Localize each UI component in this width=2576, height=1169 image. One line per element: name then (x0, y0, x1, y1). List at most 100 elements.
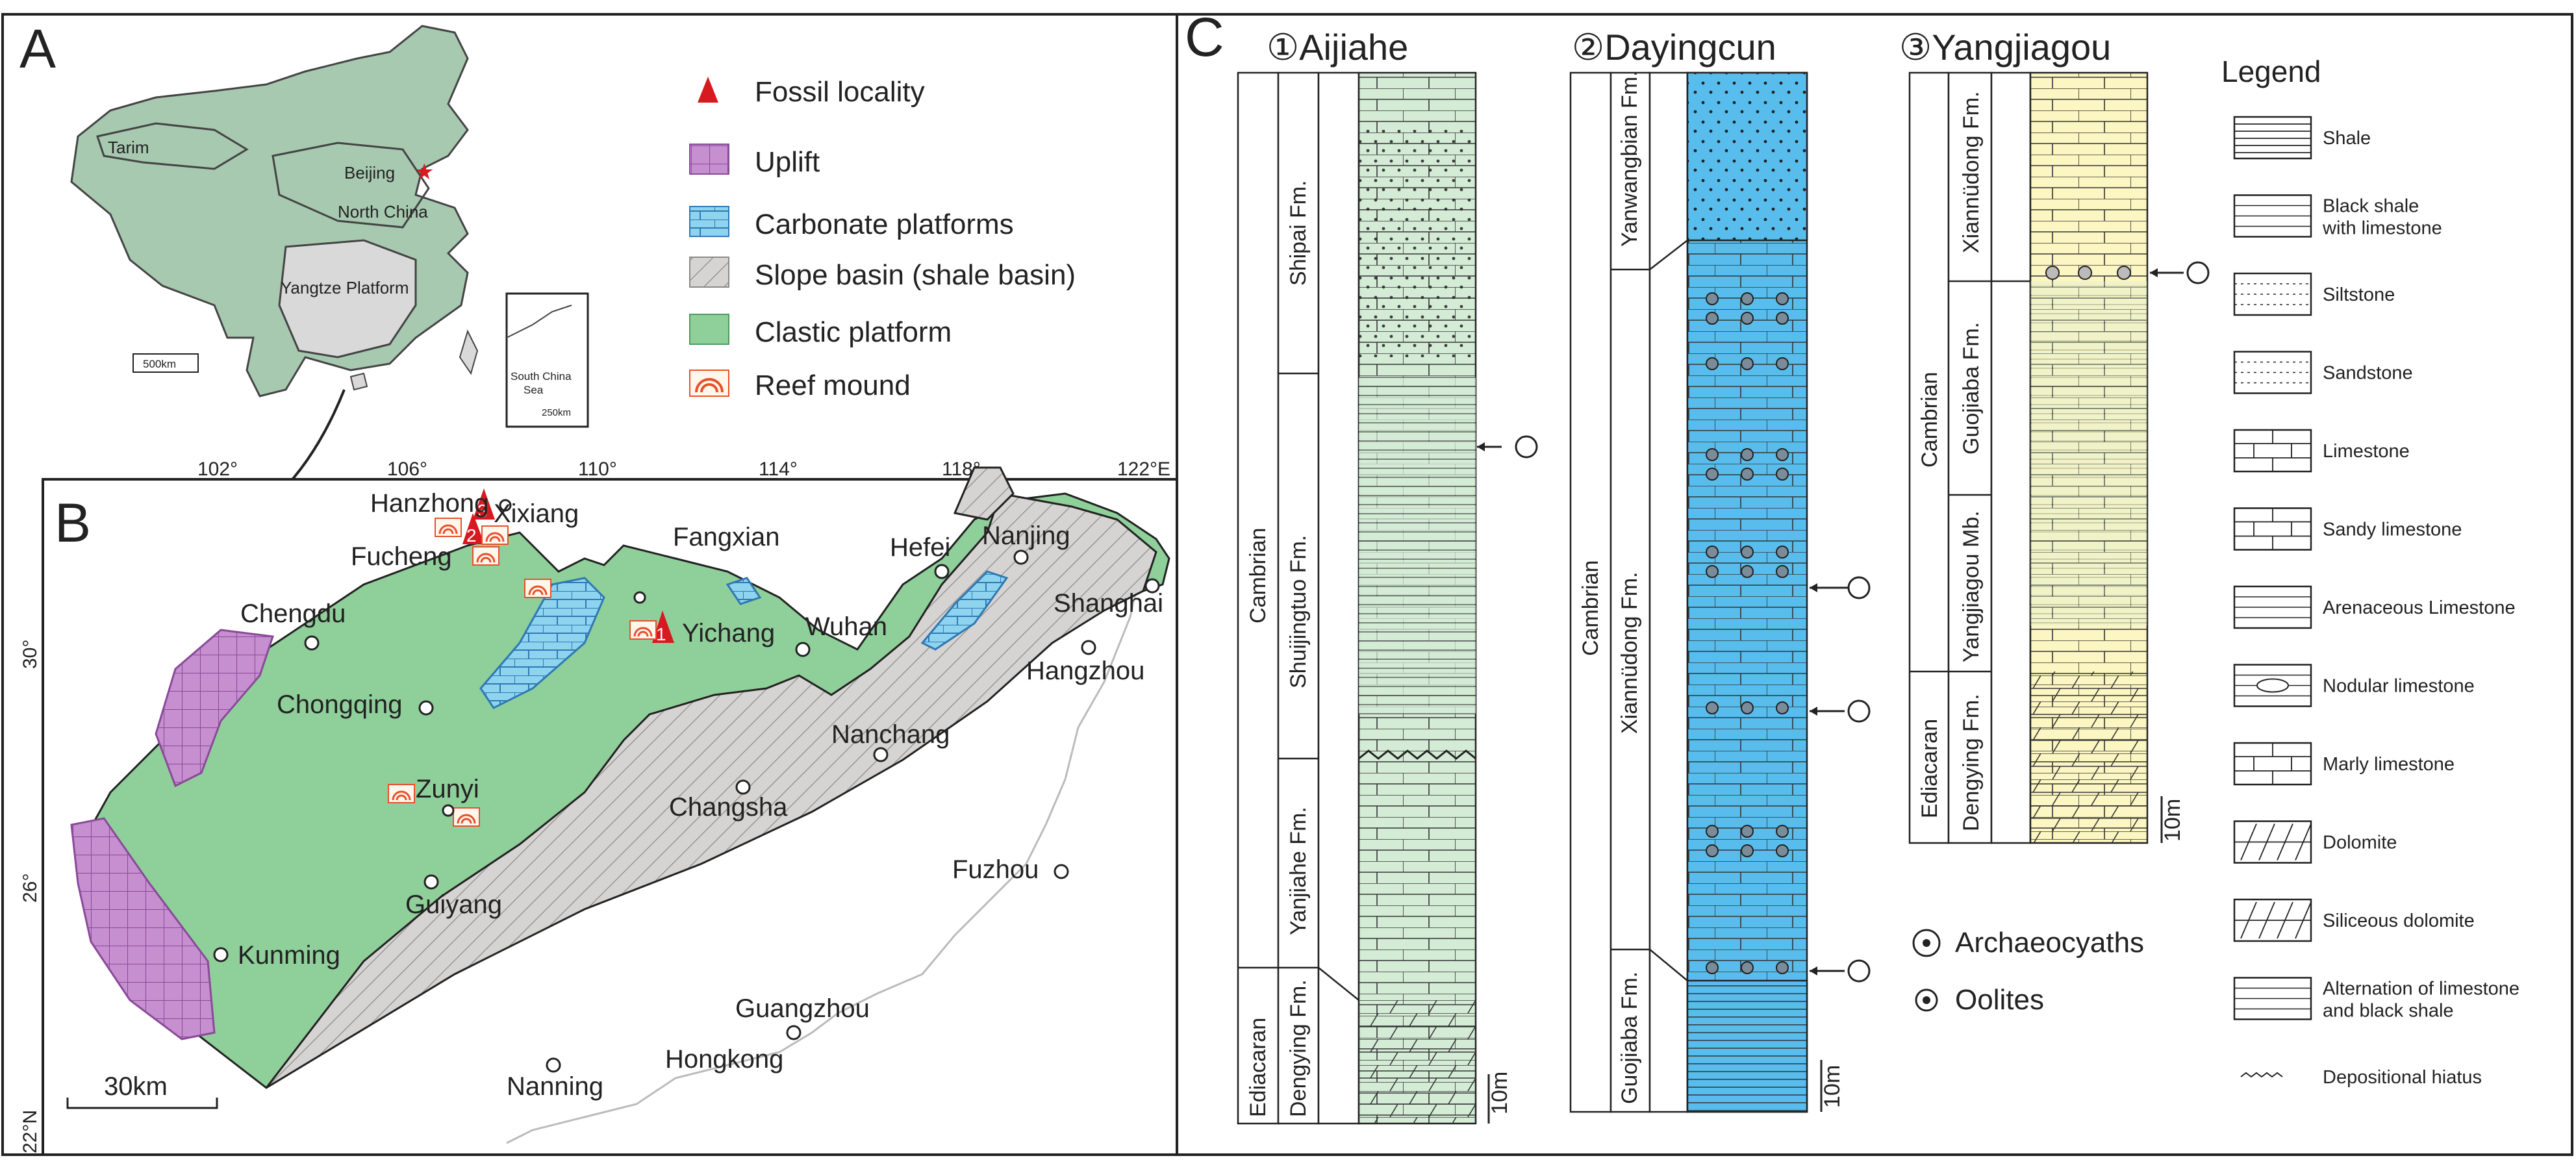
yangjiagou-formation-dengying: Dengying Fm. (1959, 694, 1984, 831)
yangjiagou-scale-label: 10m (2160, 799, 2185, 842)
city-marker-chengdu (304, 635, 320, 651)
lithology-swatch (2233, 351, 2312, 394)
reef-mounds (388, 518, 657, 827)
archaeocyath-symbol (1706, 292, 1719, 305)
archaeocyath-symbol (1706, 565, 1719, 578)
lithology-label: Nodular limestone (2323, 676, 2475, 697)
city-zunyi: Zunyi (416, 775, 479, 803)
dayingcun-scale-label: 10m (1820, 1065, 1845, 1108)
china-map (70, 25, 479, 503)
city-hanzhong: Hanzhong (370, 489, 488, 518)
archaeocyath-symbol (1776, 825, 1789, 838)
lat-tick-30: 30° (19, 640, 41, 669)
lithology-label: Sandstone (2323, 363, 2413, 384)
hiatus-symbol (2240, 1072, 2283, 1078)
city-nanjing: Nanjing (982, 522, 1070, 550)
archaeocyath-symbol (1706, 546, 1719, 559)
beijing-label: Beijing (344, 163, 395, 182)
archaeocyath-marker-dayingcun-3 (1847, 959, 1871, 983)
lithology-label: Marly limestone (2323, 754, 2455, 775)
archaeocyath-symbol (1741, 565, 1754, 578)
lithology-label: Shale (2323, 128, 2371, 149)
coastline (506, 558, 1144, 1144)
legend-uplift: Uplift (755, 146, 820, 178)
locality-1-marker (652, 610, 674, 643)
legend-clastic: Clastic platform (755, 316, 952, 348)
lithology-legend-title: Legend (2221, 55, 2321, 88)
archaeocyath-symbol (1776, 961, 1789, 974)
archaeocyath-symbol (1776, 357, 1789, 370)
fossil-localities: 3 2 1 (462, 488, 674, 644)
city-xixiang: Xixiang (494, 499, 579, 528)
reef-mound-icon (388, 784, 415, 803)
reef-mound-icon (435, 518, 462, 537)
dayingcun-archaeocyath-rows (1706, 292, 1789, 974)
aijiahe-system-cambrian: Cambrian (1246, 528, 1270, 623)
archaeocyath-symbol (1706, 701, 1719, 714)
dayingcun-formation-xiannudong: Xiannüdong Fm. (1617, 572, 1642, 735)
map-b-axes: 102° 106° 110° 114° 118° 122°E 30° 26° 2… (19, 459, 1170, 1153)
lon-tick-102: 102° (197, 459, 238, 480)
city-marker-guiyang (423, 874, 439, 890)
north-china-outline (271, 142, 430, 229)
city-nanchang: Nanchang (831, 720, 950, 749)
yangjiagou-system-cambrian: Cambrian (1917, 372, 1942, 468)
oolite-3 (2045, 266, 2060, 280)
aijiahe-formation-yanjiahe: Yanjiahe Fm. (1286, 807, 1311, 935)
reef-mound-icon (524, 579, 551, 598)
city-chengdu: Chengdu (240, 599, 346, 628)
lithology-legend-item: Sandy limestone (2233, 507, 2462, 551)
city-marker-nanchang (873, 747, 889, 762)
lithology-label: Depositional hiatus (2323, 1067, 2482, 1088)
yangtze-platform-label: Yangtze Platform (281, 278, 409, 297)
dayingcun-system-cambrian: Cambrian (1578, 560, 1603, 656)
legend-reef-mound: Reef mound (755, 370, 911, 401)
lithology-legend-item: Arenaceous Limestone (2233, 585, 2516, 629)
map-b-scale-bar: 30km (66, 1072, 218, 1109)
lithology-label: Alternation of limestone (2323, 979, 2519, 999)
panel-a-label: A (19, 18, 56, 79)
city-marker-wuhan (795, 642, 811, 657)
dayingcun-lithology (1686, 71, 1808, 1113)
archaeocyath-symbol (1776, 292, 1789, 305)
lithology-label: Black shale (2323, 196, 2419, 217)
yangjiagou-formation-xiannudong: Xiannüdong Fm. (1959, 92, 1984, 254)
city-kunming: Kunming (238, 941, 340, 970)
lithology-legend-item: Nodular limestone (2233, 664, 2475, 707)
locality-3-marker (473, 488, 495, 520)
city-shanghai: Shanghai (1054, 589, 1163, 618)
hainan-island (349, 372, 368, 391)
locality-3-number: 3 (477, 501, 488, 521)
south-china-sea-inset: South China Sea 250km (505, 292, 589, 428)
reef-mound-icon (629, 620, 657, 640)
archaeocyath-symbol (1776, 448, 1789, 461)
carbonate-swatch (689, 206, 729, 237)
lithology-legend-item: Sandstone (2233, 351, 2413, 394)
aijiahe-scale-label: 10m (1487, 1072, 1512, 1114)
city-fucheng: Fucheng (351, 542, 452, 571)
archaeocyath-symbol (1741, 292, 1754, 305)
aijiahe-formation-shuijingtuo: Shuijingtuo Fm. (1286, 535, 1311, 688)
yangjiagou-column (1908, 71, 2210, 844)
legend-fossil-locality: Fossil locality (755, 76, 925, 108)
cities: Hanzhong Xixiang Fucheng Fangxian Hefei … (213, 489, 1163, 1101)
lon-tick-106: 106° (387, 459, 427, 480)
archaeocyath-symbol (1776, 312, 1789, 325)
lon-tick-110: 110° (578, 459, 617, 480)
aijiahe-column (1237, 71, 1538, 1125)
city-nanning: Nanning (507, 1072, 603, 1101)
aijiahe-formation-shipai: Shipai Fm. (1286, 181, 1311, 286)
archaeocyath-symbol (1776, 565, 1789, 578)
archaeocyath-symbol (1776, 546, 1789, 559)
reef-mound-icon (481, 525, 509, 545)
lithology-label: and black shale (2323, 1001, 2454, 1022)
uplift-south-area (70, 817, 216, 1040)
tarim-outline (96, 122, 249, 170)
archaeocyath-marker-dayingcun-1 (1847, 576, 1871, 599)
lithology-legend-item: Siltstone (2233, 272, 2395, 316)
archaeocyath-symbol (1741, 312, 1754, 325)
lithology-legend-item: Marly limestone (2233, 742, 2455, 786)
